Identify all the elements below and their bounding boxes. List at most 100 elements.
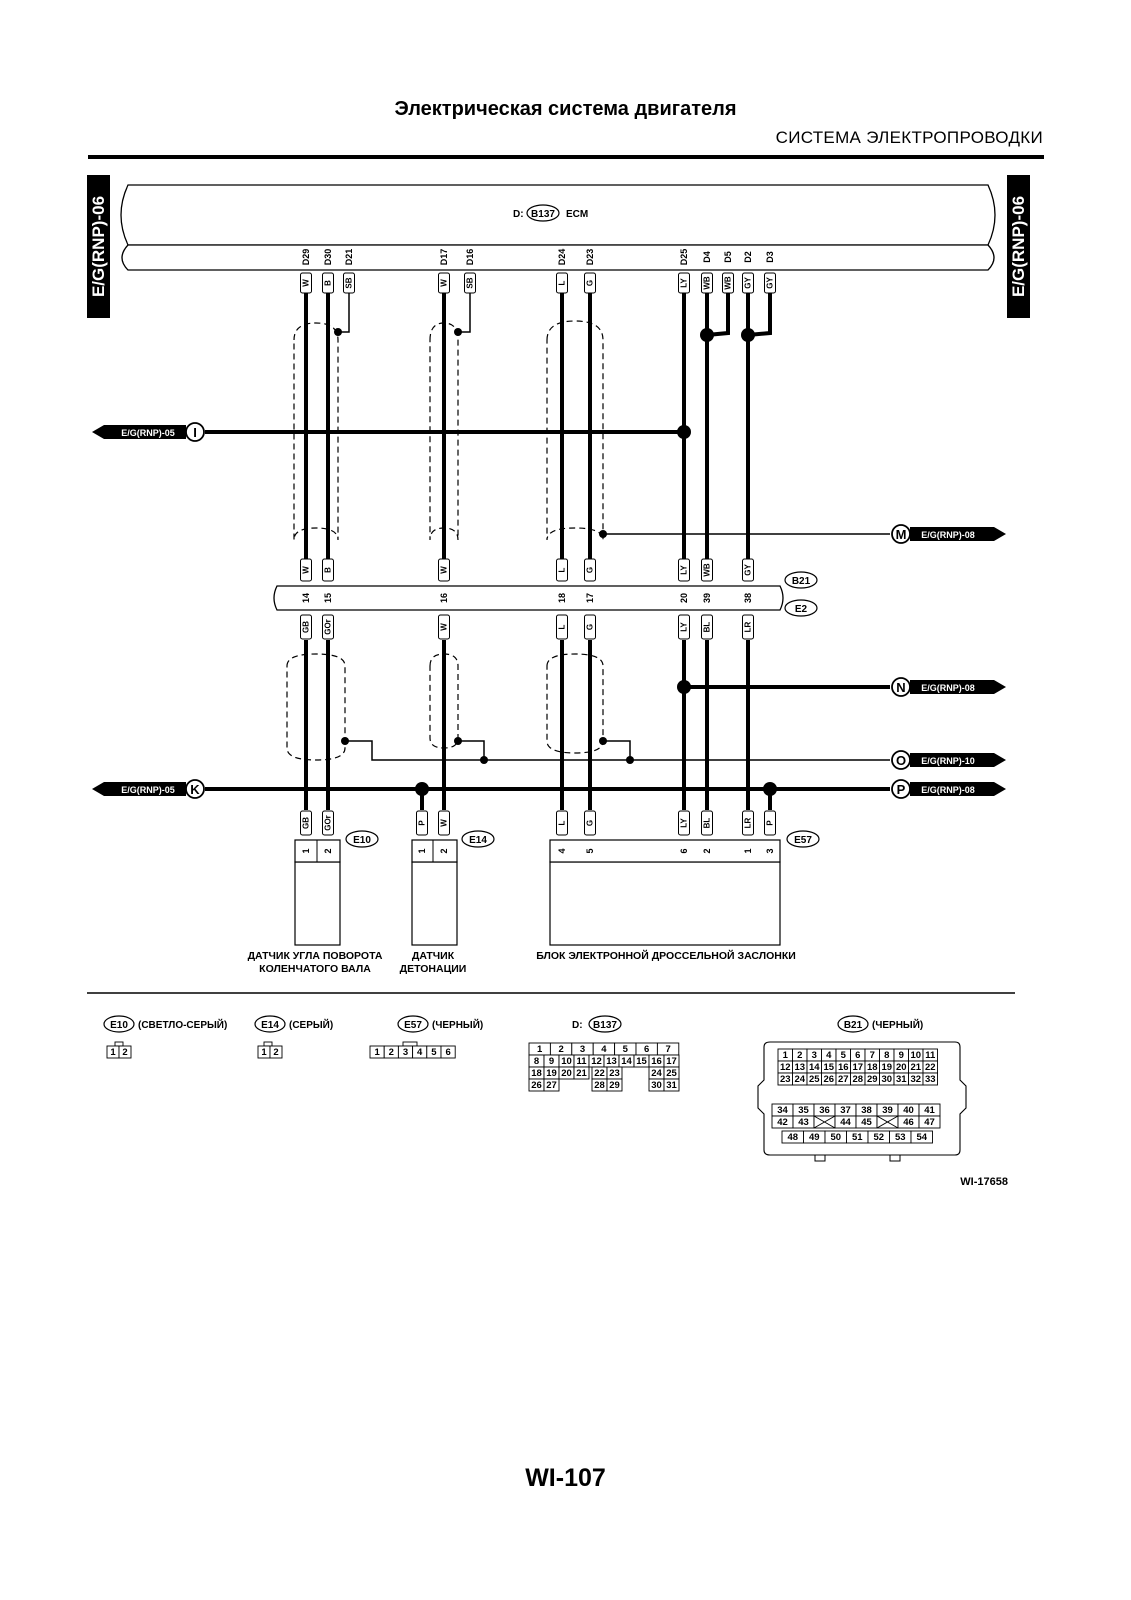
legend-b21-r3-cell [922,1072,938,1086]
component-pin-number: 2 [439,848,449,853]
legend-b21-r2-cell-label: 13 [794,1062,805,1073]
legend-e14-cell-label: 1 [261,1047,267,1058]
wires-lower [304,640,772,810]
mid-lower-color-box [678,614,690,640]
legend-e57-cell [440,1045,456,1059]
ecm-pin-label: D30 [323,249,333,266]
ref-letter-n: N [896,680,905,695]
ref-circle-i [185,422,205,442]
sensor-crank-body [294,861,341,946]
mid-upper-color-box [300,558,312,582]
mid-lower-color: W [440,623,449,631]
bottom-color-box [701,810,713,836]
legend-b21-r3-cell-label: 29 [867,1074,878,1085]
legend-b21-r1-cell-label: 5 [841,1050,847,1061]
legend-b21-r2-cell-label: 20 [896,1062,907,1073]
legend-b137-r1-cell-label: 1 [537,1044,543,1055]
legend-b21-badge [837,1015,869,1033]
legend-b21-r2-cell-label: 22 [925,1062,936,1073]
legend-e10-badge [103,1015,135,1033]
legend-b21-r1-cell-label: 2 [797,1050,802,1061]
ecm-prefix: D: [513,209,524,220]
legend-b21-r2-cell-label: 12 [780,1062,791,1073]
ref-letter-o: O [896,753,906,768]
mid-lower-color: L [558,624,567,629]
legend-b137-r4-label: 28 [594,1080,605,1091]
legend-b21-r3-cell-label: 31 [896,1074,907,1085]
mid-connector-lower-id: E2 [795,604,808,615]
ref-letter-m: M [896,527,907,542]
legend-b21-r3-cell-label: 24 [794,1074,805,1085]
legend-b137-r4-label: 30 [651,1080,662,1091]
legend-b137-r2-cell-label: 15 [636,1056,647,1067]
legend-b21-r2-cell-label: 19 [881,1062,892,1073]
legend-b137-r2-cell-label: 12 [591,1056,602,1067]
legend-b21-blank-cross [813,1115,836,1129]
mid-connector-upper-badge [784,571,818,589]
ecm-pin-color-box [438,272,450,294]
ecm-pin-color: SB [345,277,354,288]
mid-lower-color: GB [302,621,311,633]
mid-lower-color: LR [744,621,753,632]
legend-b21-r3-cell-label: 23 [780,1074,791,1085]
mid-upper-color: L [558,567,567,572]
bottom-color: LR [744,817,753,828]
page-subtitle: СИСТЕМА ЭЛЕКТРОПРОВОДКИ [775,128,1043,147]
legend-b21-r3-cell-label: 32 [910,1074,921,1085]
legend-b21-r1-cell-label: 1 [783,1050,789,1061]
legend-e10-cell-label: 2 [122,1047,127,1058]
ecm-pin-color: W [302,279,311,287]
ref-label-k: E/G(RNP)-05 [121,785,175,795]
component-pin-number: 2 [702,848,712,853]
mid-upper-color-box [556,558,568,582]
legend-b137-r3a-cell [573,1066,590,1080]
crank-connector-id: E10 [353,835,371,846]
crank-connector-badge [345,830,379,848]
side-tab-right [1007,175,1030,318]
bottom-color: G [586,820,595,826]
legend-b21-r3-cell-label: 27 [838,1074,849,1085]
legend-b137-r4-cell [543,1078,560,1092]
ecm-pin-color: L [558,280,567,285]
bottom-color: BL [703,818,712,829]
legend-b21-r6-cell-label: 49 [809,1132,820,1143]
ecm-pin-color-box [742,272,754,294]
legend-b137-r3a-cell-label: 19 [546,1068,557,1079]
legend-b137-r2-cell-label: 8 [534,1056,539,1067]
legend-b21-r6-cell-label: 50 [830,1132,841,1143]
dynamic-layer: D29WD30BD21SBD17WD16SBD24LD23GD25LYD4WBD… [92,249,1006,1162]
component-pin-number: 1 [417,848,427,853]
knock-connector-badge [461,830,495,848]
ref-arrow-k [92,782,186,796]
mid-lower-color-box [742,614,754,640]
ecm-pin-label: D24 [557,249,567,266]
legend-b21-r2-cell-label: 16 [838,1062,849,1073]
mid-upper-color: GY [744,564,753,576]
ecm-pin-label: D5 [723,251,733,263]
junction-dots-lower [341,680,777,796]
bottom-color-box [742,810,754,836]
legend-e14-id: E14 [261,1020,279,1031]
legend-b21-r6-cell-label: 51 [852,1132,863,1143]
component-pin-number: 6 [679,848,689,853]
legend-b21-r1-cell-label: 9 [899,1050,904,1061]
legend-e10-color: (СВЕТЛО-СЕРЫЙ) [138,1018,227,1031]
legend-b21-r3-cell-label: 30 [881,1074,892,1085]
legend-b21-r2-cell-label: 18 [867,1062,878,1073]
ecm-pin-color-box [678,272,690,294]
mid-lower-color: GOr [324,619,333,635]
legend-e57-badge [397,1015,429,1033]
ecm-pin-color: G [586,280,595,286]
ref-arrow-p [910,782,1006,796]
legend-e14-color: (СЕРЫЙ) [289,1018,333,1031]
legend-b21-r3-cell-label: 25 [809,1074,820,1085]
knock-sensor-name-2: ДЕТОНАЦИИ [400,963,467,975]
mid-lower-color-box [584,614,596,640]
component-pin-number: 5 [585,848,595,853]
bottom-color: L [558,820,567,825]
bottom-color-box [300,810,312,836]
legend-b137-r2-cell-label: 11 [576,1056,587,1067]
ecm-pin-color: WB [724,276,733,290]
legend-b137-r2-cell-label: 14 [621,1056,632,1067]
